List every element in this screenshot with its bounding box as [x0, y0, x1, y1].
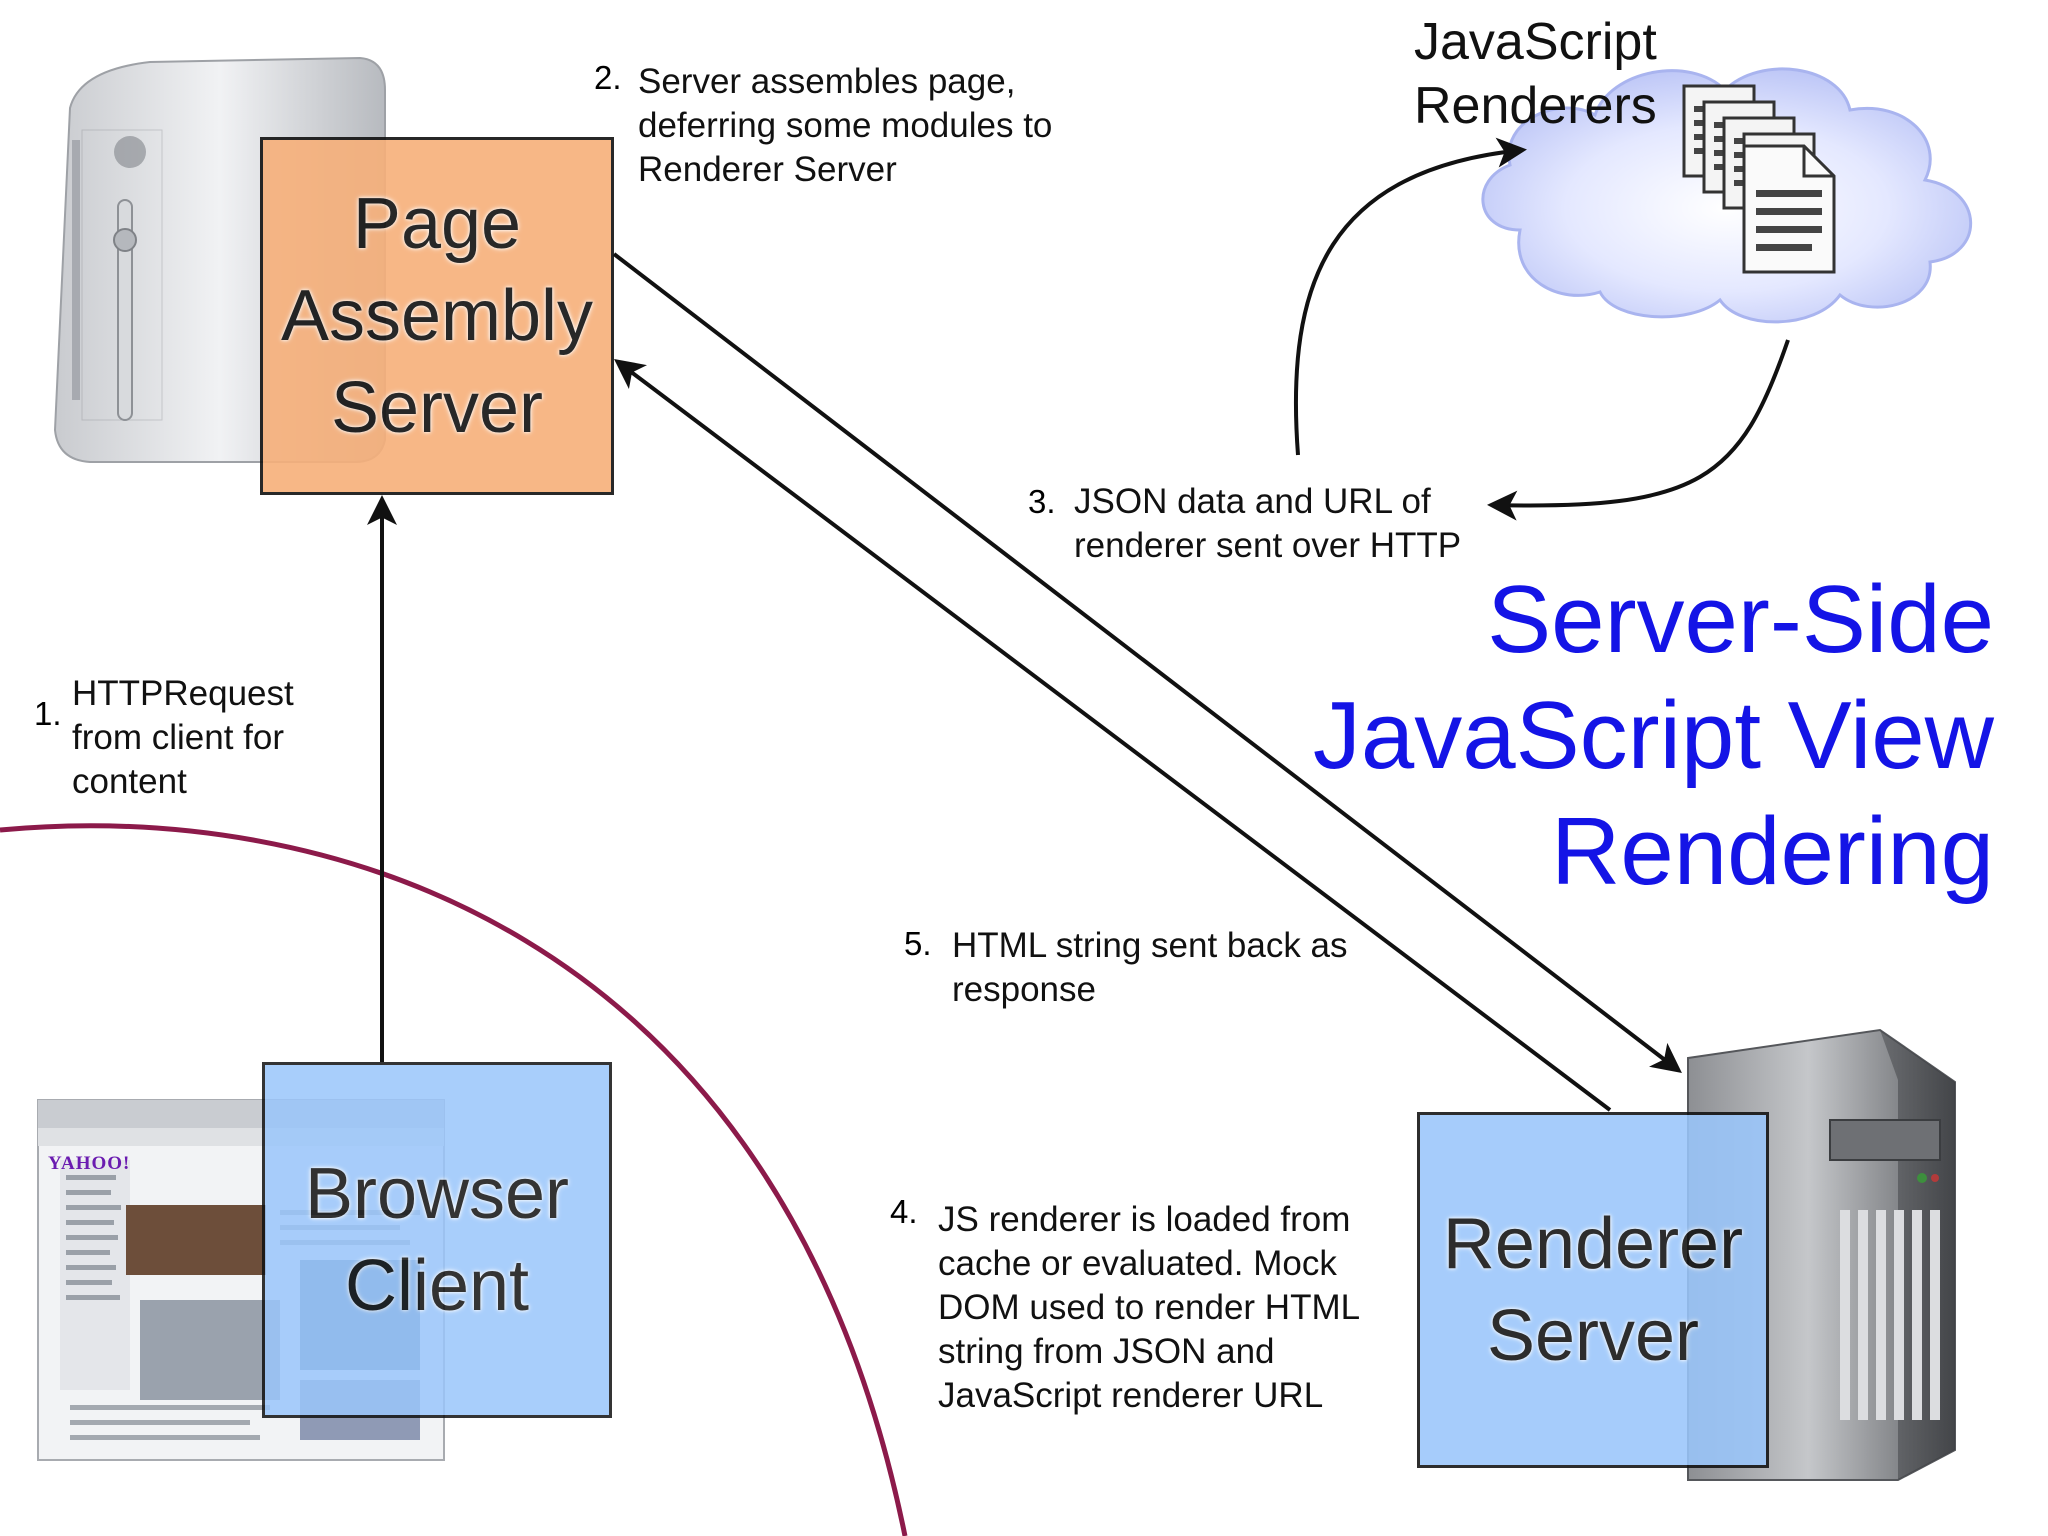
- step-4-number: 4.: [890, 1193, 918, 1230]
- arrow-step2-to-renderer: [612, 252, 1682, 1074]
- browser-client-label: Browser Client: [304, 1154, 570, 1326]
- arrow-from-js-renderers: [1487, 339, 1790, 521]
- arrow-to-js-renderers: [1293, 137, 1527, 456]
- js-renderers-label: JavaScript Renderers: [1414, 13, 1657, 135]
- step-1-text: HTTPRequest from client for content: [72, 674, 294, 801]
- cloud-illustration: [1481, 67, 1973, 324]
- step-5-text: HTML string sent back as response: [952, 926, 1348, 1009]
- diagram-title: Server-Side JavaScript View Rendering: [1094, 562, 1994, 910]
- renderer-server-label: Renderer Server: [1442, 1204, 1744, 1376]
- step-2-text: Server assembles page, deferring some mo…: [638, 62, 1053, 189]
- browser-client-box: Browser Client: [262, 1062, 612, 1418]
- step-3-number: 3.: [1028, 483, 1056, 520]
- step-3-text: JSON data and URL of renderer sent over …: [1074, 482, 1462, 565]
- page-assembly-server-box: Page Assembly Server: [260, 137, 614, 495]
- step-5-number: 5.: [904, 925, 932, 962]
- title-line-1: Server-Side: [1487, 566, 1994, 673]
- page-assembly-server-label: Page Assembly Server: [280, 184, 594, 448]
- step-2-number: 2.: [594, 59, 622, 96]
- title-line-3: Rendering: [1551, 798, 1994, 905]
- renderer-server-box: Renderer Server: [1417, 1112, 1769, 1468]
- yahoo-logo: YAHOO!: [48, 1153, 131, 1174]
- network-boundary-arc: [0, 823, 908, 1536]
- title-line-2: JavaScript View: [1312, 682, 1994, 789]
- renderer-document-icons: [1682, 84, 1836, 274]
- arrow-step5-response: [614, 358, 1612, 1112]
- step-1-number: 1.: [34, 695, 62, 732]
- step-4-text: JS renderer is loaded from cache or eval…: [938, 1200, 1361, 1415]
